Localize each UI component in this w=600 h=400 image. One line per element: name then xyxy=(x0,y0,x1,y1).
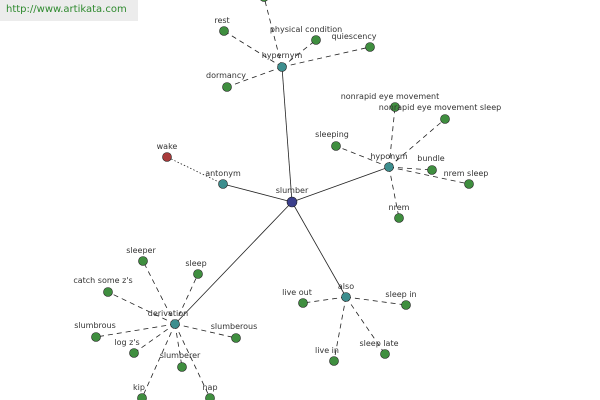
leaf-node-kip-label: kip xyxy=(133,383,145,392)
relation-node-hyponym[interactable] xyxy=(384,162,394,172)
relation-node-derivation[interactable] xyxy=(170,319,180,329)
relation-node-also-label: also xyxy=(338,282,354,291)
relation-node-antonym[interactable] xyxy=(218,179,228,189)
leaf-node-nonrapid-eye-movement-label: nonrapid eye movement xyxy=(341,92,440,101)
leaf-node-catch-some-z-s-label: catch some z's xyxy=(73,276,132,285)
relation-node-also[interactable] xyxy=(341,292,351,302)
edge-hyponym-nonrapid-eye-movement-sleep xyxy=(388,118,446,168)
leaf-node-catch-some-z-s[interactable] xyxy=(103,287,113,297)
center-node-slumber[interactable] xyxy=(286,196,298,208)
edge-hypernym-dormancy xyxy=(226,66,283,88)
leaf-node-wake-label: wake xyxy=(157,142,178,151)
edge-derivation-kip xyxy=(141,323,176,399)
leaf-node-nrem-sleep[interactable] xyxy=(464,179,474,189)
leaf-node-slumberer-label: slumberer xyxy=(160,351,201,360)
relation-node-hyponym-label: hyponym xyxy=(370,152,408,161)
leaf-node-sleeper[interactable] xyxy=(138,256,148,266)
edge-hyponym-nrem-sleep xyxy=(388,166,470,185)
site-link[interactable]: http://www.artikata.com xyxy=(0,0,138,21)
leaf-node-sleep-label: sleep xyxy=(185,259,206,268)
edge-derivation-log-z-s xyxy=(133,323,176,354)
leaf-node-nap-label: nap xyxy=(202,383,217,392)
edge-derivation-sleep xyxy=(174,273,199,325)
edge-layer xyxy=(95,0,470,399)
leaf-node-live-in[interactable] xyxy=(329,356,339,366)
edge-slumber-hyponym xyxy=(291,166,390,203)
leaf-node-nonrapid-eye-movement-sleep-label: nonrapid eye movement sleep xyxy=(379,103,501,112)
leaf-node-quiescency[interactable] xyxy=(365,42,375,52)
leaf-node-live-out[interactable] xyxy=(298,298,308,308)
leaf-node-live-in-label: live in xyxy=(315,346,339,355)
leaf-node-kip[interactable] xyxy=(137,393,147,400)
leaf-node-sleeper-label: sleeper xyxy=(126,246,156,255)
leaf-node-rest[interactable] xyxy=(219,26,229,36)
leaf-node-sleep[interactable] xyxy=(193,269,203,279)
edge-also-sleep-late xyxy=(345,296,386,355)
relation-node-hypernym[interactable] xyxy=(277,62,287,72)
node-layer xyxy=(91,0,474,400)
leaf-node-sleeping-label: sleeping xyxy=(315,130,349,139)
leaf-node-hypernym-4[interactable] xyxy=(260,0,269,2)
leaf-node-log-z-s[interactable] xyxy=(129,348,139,358)
leaf-node-physical-condition-label: physical condition xyxy=(270,25,342,34)
leaf-node-nrem[interactable] xyxy=(394,213,404,223)
edge-slumber-also xyxy=(291,201,347,298)
edge-hypernym-rest xyxy=(223,30,283,68)
edge-derivation-nap xyxy=(174,323,211,399)
edge-derivation-sleeper xyxy=(142,260,176,325)
edge-hyponym-bundle xyxy=(388,166,433,171)
edge-also-live-in xyxy=(333,296,347,362)
leaf-node-wake[interactable] xyxy=(162,152,172,162)
leaf-node-slumbrous[interactable] xyxy=(91,332,101,342)
leaf-node-slumberous[interactable] xyxy=(231,333,241,343)
edge-derivation-slumbrous xyxy=(95,323,176,338)
leaf-node-log-z-s-label: log z's xyxy=(114,338,139,347)
leaf-node-quiescency-label: quiescency xyxy=(332,32,377,41)
leaf-node-physical-condition[interactable] xyxy=(311,35,321,45)
leaf-node-sleep-in-label: sleep in xyxy=(385,290,416,299)
edge-slumber-antonym xyxy=(222,183,293,203)
leaf-node-nrem-sleep-label: nrem sleep xyxy=(444,169,489,178)
edge-slumber-hypernym xyxy=(281,66,293,203)
leaf-node-slumbrous-label: slumbrous xyxy=(74,321,116,330)
relation-node-hypernym-label: hypernym xyxy=(262,51,303,60)
leaf-node-dormancy-label: dormancy xyxy=(206,71,246,80)
relation-node-antonym-label: antonym xyxy=(205,169,241,178)
leaf-node-nonrapid-eye-movement-sleep[interactable] xyxy=(440,114,450,124)
center-node-slumber-label: slumber xyxy=(276,186,309,195)
leaf-node-sleep-late-label: sleep late xyxy=(359,339,398,348)
edge-derivation-catch-some-z-s xyxy=(107,291,176,325)
relation-node-derivation-label: derivation xyxy=(148,309,188,318)
leaf-node-sleeping[interactable] xyxy=(331,141,341,151)
leaf-node-sleep-late[interactable] xyxy=(380,349,390,359)
leaf-node-live-out-label: live out xyxy=(282,288,312,297)
edge-derivation-slumberous xyxy=(174,323,237,339)
leaf-node-nrem-label: nrem xyxy=(389,203,410,212)
leaf-node-nonrapid-eye-movement[interactable] xyxy=(390,102,400,112)
edge-derivation-slumberer xyxy=(174,323,183,368)
edge-hyponym-sleeping xyxy=(335,145,390,168)
leaf-node-bundle[interactable] xyxy=(427,165,437,175)
edge-hypernym-physical-condition xyxy=(281,39,317,68)
leaf-node-rest-label: rest xyxy=(214,16,229,25)
leaf-node-slumberer[interactable] xyxy=(177,362,187,372)
edge-hyponym-nonrapid-eye-movement xyxy=(388,106,396,168)
leaf-node-sleep-in[interactable] xyxy=(401,300,411,310)
leaf-node-slumberous-label: slumberous xyxy=(211,322,258,331)
edge-slumber-derivation xyxy=(174,201,293,325)
edge-also-live-out xyxy=(302,296,347,304)
leaf-node-dormancy[interactable] xyxy=(222,82,232,92)
edge-also-sleep-in xyxy=(345,296,407,306)
edge-hypernym-quiescency xyxy=(281,46,371,68)
leaf-node-bundle-label: bundle xyxy=(417,154,445,163)
edge-hypernym-node xyxy=(264,0,283,68)
leaf-node-nap[interactable] xyxy=(205,393,215,400)
